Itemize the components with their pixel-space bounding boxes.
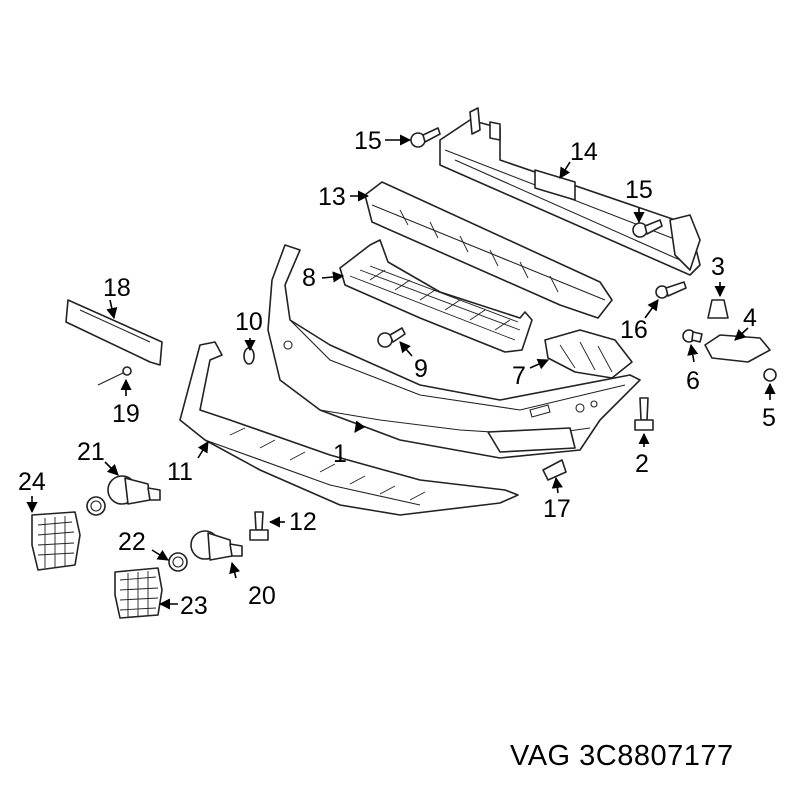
callout-15-right: 15: [625, 176, 653, 204]
bolt-16: [655, 281, 687, 299]
callout-18: 18: [103, 274, 131, 302]
lower-spoiler: [179, 341, 519, 516]
fastener-19: [97, 366, 132, 386]
grommet-22: [86, 496, 188, 572]
callout-24: 24: [18, 468, 46, 496]
callout-9: 9: [414, 355, 428, 383]
tow-hook-cap: [542, 459, 567, 481]
callout-10: 10: [235, 308, 263, 336]
callout-17: 17: [543, 495, 571, 523]
clip-nut-3: [707, 299, 729, 319]
side-bracket: [544, 329, 633, 379]
screw-5: [763, 368, 777, 382]
sensor-bracket-23: [114, 567, 163, 619]
callout-12: 12: [289, 508, 317, 536]
callout-2: 2: [635, 450, 649, 478]
leader-lines: [26, 134, 776, 610]
callout-5: 5: [762, 404, 776, 432]
callout-22: 22: [118, 528, 146, 556]
bolt-12: [249, 511, 269, 541]
guide-bracket-4: [704, 334, 771, 363]
callout-15-upper: 15: [354, 127, 382, 155]
bolt-15-upper: [410, 127, 441, 148]
callout-1: 1: [333, 440, 347, 468]
clip-10: [243, 347, 255, 365]
callout-19: 19: [112, 400, 140, 428]
callout-14: 14: [570, 138, 598, 166]
callout-3: 3: [711, 253, 725, 281]
callout-16: 16: [620, 316, 648, 344]
callout-6: 6: [686, 367, 700, 395]
bumper-cover: [267, 244, 641, 459]
callout-23: 23: [180, 592, 208, 620]
sensor-bracket-24: [31, 511, 81, 571]
callout-8: 8: [302, 264, 316, 292]
part-number-caption: VAG 3C8807177: [510, 740, 734, 772]
callout-4: 4: [743, 304, 757, 332]
reinforcement-bar: [439, 107, 701, 276]
bolt-2: [634, 397, 654, 431]
energy-absorber: [364, 181, 613, 319]
bolt-9: [377, 327, 406, 348]
callout-13: 13: [318, 183, 346, 211]
callout-20: 20: [248, 582, 276, 610]
license-plate-bracket: [65, 299, 163, 366]
callout-7: 7: [512, 362, 526, 390]
park-sensor-20: [190, 530, 243, 561]
callout-21: 21: [77, 438, 105, 466]
callout-11: 11: [167, 458, 193, 486]
lower-grille: [339, 239, 533, 353]
callout-labels: 1 2 3 4 5 6 7 8 9 10 11 12 13 14 15 15 1…: [18, 127, 776, 620]
clip-6: [682, 329, 703, 343]
park-sensor-21: [107, 475, 161, 505]
